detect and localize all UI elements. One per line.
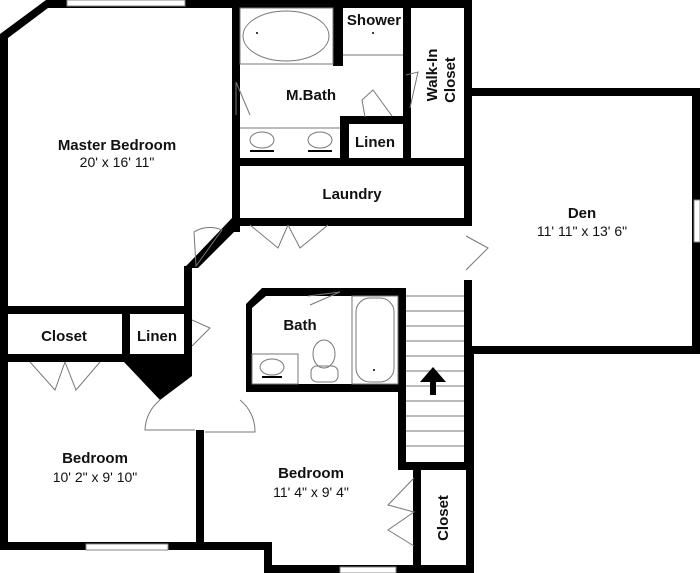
room-dims-den: 11' 11" x 13' 6" <box>537 223 627 239</box>
bathtub-icon <box>242 10 330 62</box>
room-dims-bedroom-right: 11' 4" x 9' 4" <box>273 484 349 500</box>
doors <box>29 71 489 547</box>
window <box>85 543 169 551</box>
interior-walls <box>0 0 474 573</box>
room-label-den: Den <box>568 205 596 222</box>
room-label-shower: Shower <box>347 12 401 29</box>
room-label-linen-hall: Linen <box>137 328 177 345</box>
window <box>693 199 700 243</box>
room-label-walk-in-closet: Closet <box>442 57 459 103</box>
room-label-walk-in: Walk-In <box>424 49 441 102</box>
room-label-master-bath: M.Bath <box>286 87 336 104</box>
room-dims-master-bedroom: 20' x 16' 11" <box>80 154 155 170</box>
window <box>339 566 397 573</box>
room-label-closet-right: Closet <box>435 495 452 541</box>
room-label-linen-mbath: Linen <box>355 134 395 151</box>
room-dims-bedroom-left: 10' 2" x 9' 10" <box>53 469 138 485</box>
room-label-laundry: Laundry <box>322 186 382 203</box>
bathtub-icon <box>355 297 395 383</box>
stairs <box>406 295 464 447</box>
up-arrow-icon <box>420 367 446 395</box>
sink-icon <box>249 131 275 149</box>
sink-icon <box>307 131 333 149</box>
fixtures <box>239 7 403 385</box>
room-label-bedroom-left: Bedroom <box>62 450 128 467</box>
room-label-master-bedroom: Master Bedroom <box>58 137 176 154</box>
room-label-bedroom-right: Bedroom <box>278 465 344 482</box>
room-label-closet-left: Closet <box>41 328 87 345</box>
window <box>66 0 186 7</box>
toilet-icon <box>312 339 336 369</box>
room-label-bath: Bath <box>283 317 316 334</box>
sink-icon <box>259 358 285 376</box>
